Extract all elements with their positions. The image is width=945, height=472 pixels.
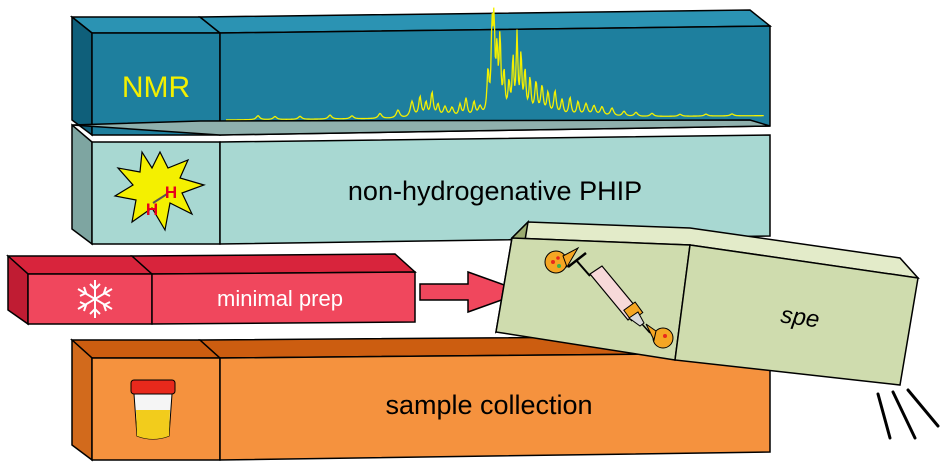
- nmr-block-side: [71, 15, 93, 137]
- spe-label: spe: [779, 301, 821, 333]
- collection-block-side: [71, 338, 93, 462]
- prep-label: minimal prep: [217, 286, 343, 311]
- prep-block: minimal prep: [6, 253, 417, 326]
- snowflake-icon: [77, 280, 113, 318]
- spe-block: spe: [494, 219, 920, 386]
- collection-label: sample collection: [385, 390, 592, 420]
- phip-block-top: [71, 119, 771, 136]
- phip-block: H H non-hydrogenative PHIP: [71, 119, 771, 246]
- prep-block-end-face: [27, 273, 153, 325]
- sample-cup-icon: [130, 379, 176, 440]
- hydrogen-h-left: H: [146, 200, 158, 219]
- hydrogen-h-right: H: [165, 183, 177, 202]
- h-h-bond: [152, 193, 168, 204]
- nmr-spectrum-trace: [225, 7, 764, 121]
- nmr-label: NMR: [122, 71, 190, 104]
- nmr-block-top: [69, 16, 223, 34]
- phip-label: non-hydrogenative PHIP: [348, 176, 642, 206]
- flow-arrow: [419, 270, 527, 314]
- collection-block-face: [219, 352, 771, 461]
- nmr-block: NMR: [69, 7, 773, 137]
- phip-block-side: [71, 123, 93, 246]
- collection-block-top: [70, 339, 222, 359]
- syringe-icon: [544, 246, 674, 349]
- motion-lines: [876, 388, 940, 440]
- hydrogen-burst-icon: [113, 150, 206, 232]
- prep-block-top: [6, 255, 154, 275]
- phip-block-face: [219, 134, 771, 245]
- spe-block-face: [674, 244, 919, 386]
- prep-block-face: [151, 271, 416, 325]
- prep-block-top-long: [130, 253, 417, 275]
